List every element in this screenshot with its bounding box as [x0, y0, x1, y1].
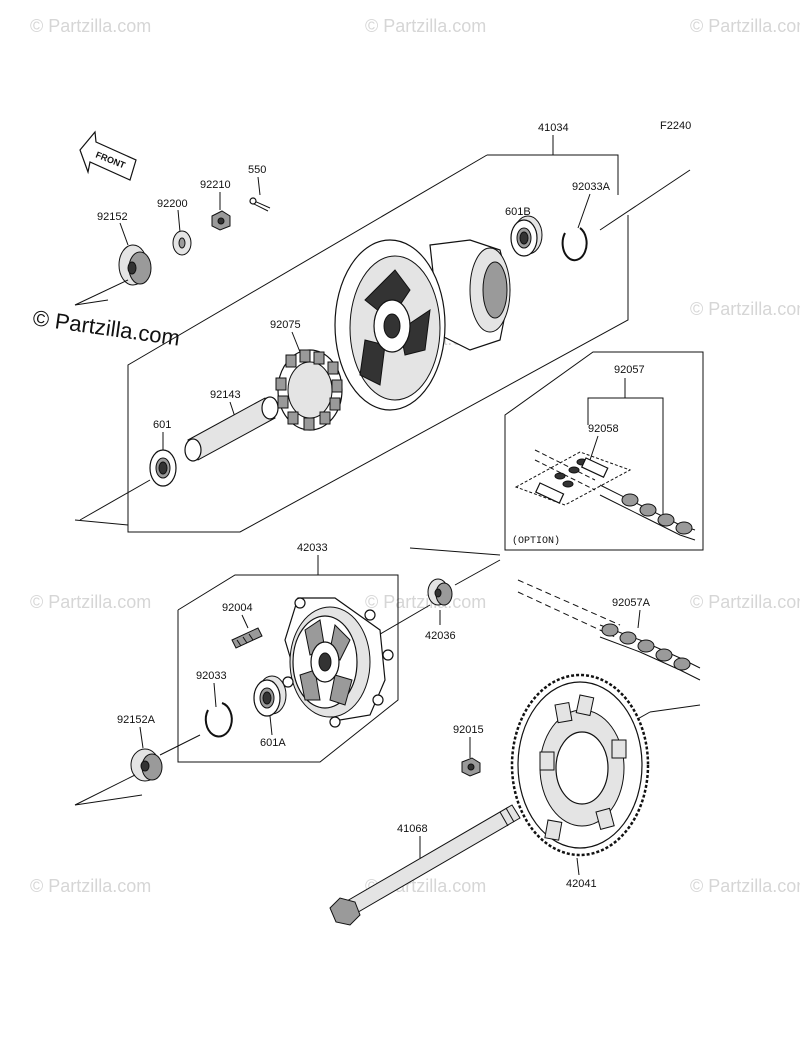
hub-assembly-frame [74, 135, 691, 533]
bearing-601A: 601A [253, 675, 287, 749]
part-label-92033A: 92033A [572, 181, 611, 193]
bearing-601B: 601B [505, 206, 543, 257]
snap-ring-92033: 92033 [196, 670, 233, 738]
watermark: © Partzilla.com [30, 876, 151, 896]
part-label-92143: 92143 [210, 389, 241, 401]
watermark: © Partzilla.com [365, 16, 486, 36]
chain-option-box: 92057 92058 (OPTION) [504, 351, 704, 551]
part-label-92058: 92058 [588, 423, 619, 435]
part-label-92004: 92004 [222, 602, 253, 614]
part-label-41068: 41068 [397, 823, 428, 835]
watermark: © Partzilla.com [30, 16, 151, 36]
watermark: © Partzilla.com [690, 876, 800, 896]
part-label-41034: 41034 [538, 122, 569, 134]
cotter-pin-550: 550 [248, 164, 271, 212]
damper-92075: 92075 [270, 319, 343, 431]
collar-92152: 92152 [74, 211, 152, 306]
watermark: © Partzilla.com [690, 592, 800, 612]
part-label-92057: 92057 [614, 364, 645, 376]
part-label-92015: 92015 [453, 724, 484, 736]
coupling-42033 [282, 597, 394, 728]
diagram-code: F2240 [660, 120, 691, 132]
part-label-601: 601 [153, 419, 171, 431]
part-label-42036: 42036 [425, 630, 456, 642]
watermark: © Partzilla.com [690, 299, 800, 319]
part-label-601A: 601A [260, 737, 286, 749]
axle-41068: 41068 [329, 804, 521, 926]
collar-42036: 42036 [425, 578, 456, 642]
chain-link-pins [534, 457, 609, 504]
collar-tube-92143: 92143 [184, 389, 279, 462]
option-label: (OPTION) [512, 535, 560, 547]
watermark: © Partzilla.com [365, 592, 486, 612]
chain-92057A: 92057A [517, 579, 701, 681]
wheel-hub-41034 [334, 239, 511, 411]
part-label-42033: 42033 [297, 542, 328, 554]
chain-segment [599, 484, 696, 541]
part-label-550: 550 [248, 164, 266, 176]
front-arrow-icon: FRONT [79, 130, 137, 181]
sprocket-42041: 42041 [510, 673, 701, 890]
part-label-42041: 42041 [566, 878, 597, 890]
part-label-92057A: 92057A [612, 597, 651, 609]
watermark: © Partzilla.com [30, 592, 151, 612]
part-label-92200: 92200 [157, 198, 188, 210]
part-label-92152A: 92152A [117, 714, 156, 726]
nut-92210: 92210 [200, 179, 231, 231]
collar-92152A: 92152A [74, 714, 201, 806]
part-label-92033: 92033 [196, 670, 227, 682]
part-label-601B: 601B [505, 206, 531, 218]
washer-92200: 92200 [157, 198, 192, 256]
part-label-92210: 92210 [200, 179, 231, 191]
snap-ring-92033A: 92033A [561, 181, 611, 262]
bearing-601: 601 [149, 419, 177, 487]
nut-92015: 92015 [453, 724, 484, 777]
watermark-main: © Partzilla.com [31, 305, 181, 350]
part-label-92152: 92152 [97, 211, 128, 223]
stud-92004: 92004 [222, 602, 263, 649]
watermark: © Partzilla.com [690, 16, 800, 36]
part-label-92075: 92075 [270, 319, 301, 331]
